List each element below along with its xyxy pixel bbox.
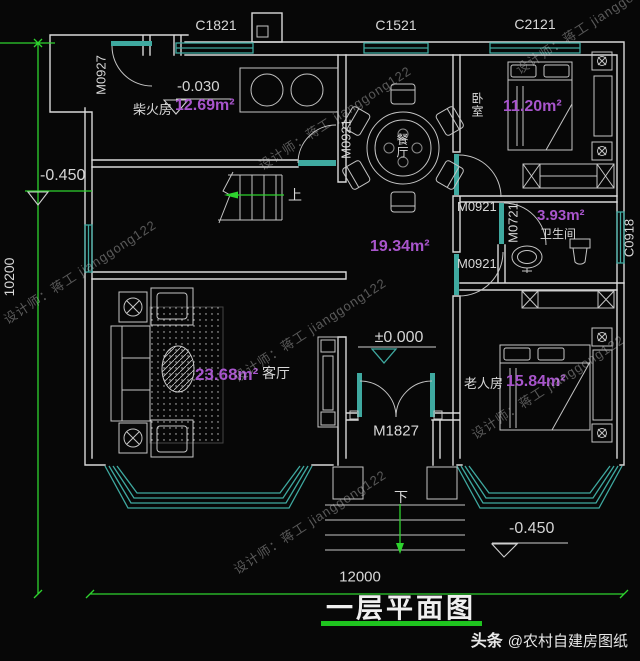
bed-bedroom xyxy=(507,61,573,151)
dresser-bedroom xyxy=(593,75,613,137)
door-m1827 xyxy=(349,373,443,420)
door-label-m0921-bedroom: M0921 xyxy=(457,199,497,214)
elevation-marks xyxy=(26,98,568,558)
side-table-top xyxy=(118,291,148,323)
wardrobe-bedroom xyxy=(522,163,615,189)
tv-cabinet xyxy=(317,336,339,428)
interior-walls xyxy=(91,54,625,466)
room-area-firewood: 12.69m² xyxy=(175,97,235,114)
room-area-living: 23.68m² xyxy=(195,365,259,384)
title-underline xyxy=(321,621,482,626)
door-label-m0927: M0927 xyxy=(93,55,109,95)
door-m0921-firewood xyxy=(297,124,337,166)
elevation-southeast: -0.450 xyxy=(509,520,555,537)
page-title: 一层平面图 xyxy=(326,593,476,624)
window-left xyxy=(84,224,93,273)
stairs-up-label: 上 xyxy=(288,187,302,203)
room-name-bathroom: 卫生间 xyxy=(540,227,577,241)
side-table-bottom xyxy=(118,422,148,454)
door-m0721 xyxy=(499,202,547,246)
stairs-down-label: 下 xyxy=(394,489,408,505)
dining-chairs xyxy=(342,83,464,213)
stair-direction-arrow xyxy=(224,191,284,199)
stairs xyxy=(218,171,283,224)
door-label-m0921-firewood: M0921 xyxy=(338,119,354,159)
credit-brand: 头条 xyxy=(470,633,503,650)
window-c1821 xyxy=(175,42,254,54)
room-area-bathroom: 3.93m² xyxy=(537,207,585,224)
sofa xyxy=(110,325,151,422)
dimension-height: 10200 xyxy=(1,257,17,297)
credit-line: 头条@农村自建房图纸 xyxy=(471,627,628,651)
wardrobe-elder xyxy=(521,290,615,309)
window-label-c1821: C1821 xyxy=(195,17,237,33)
dresser-elder xyxy=(592,349,613,421)
porch-columns xyxy=(332,466,458,500)
armchair-bottom xyxy=(150,419,194,458)
door-label-m0921-elder: M0921 xyxy=(457,256,497,271)
chimney xyxy=(251,12,283,43)
door-m0921-bedroom xyxy=(454,154,502,198)
bay-window-left xyxy=(104,465,313,509)
room-name-bedroom: 卧室 xyxy=(470,92,484,118)
door-label-m0721: M0721 xyxy=(505,203,521,243)
window-c2121 xyxy=(489,42,581,54)
dimension-width: 12000 xyxy=(339,568,381,586)
elevation-west: -0.450 xyxy=(40,167,86,184)
dining-table xyxy=(366,111,440,185)
toilet xyxy=(569,238,591,265)
sink xyxy=(511,245,543,273)
room-area-bedroom: 11.20m² xyxy=(503,98,562,115)
room-name-dining: 餐厅 xyxy=(395,133,409,159)
bay-window-right xyxy=(456,465,623,509)
elevation-firewood: -0.030 xyxy=(177,78,220,95)
window-label-c1521: C1521 xyxy=(375,17,417,33)
door-m0927 xyxy=(111,41,153,87)
room-area-hall: 19.34m² xyxy=(370,238,430,255)
room-name-living: 客厅 xyxy=(262,365,290,381)
window-c1521 xyxy=(363,42,429,54)
room-area-elder: 15.84m² xyxy=(506,373,566,390)
entry-steps xyxy=(325,504,465,551)
door-label-m1827: M1827 xyxy=(373,422,419,440)
window-label-c0918: C0918 xyxy=(621,218,637,258)
credit-handle: @农村自建房图纸 xyxy=(507,633,628,650)
dimension-lines xyxy=(0,38,629,599)
elevation-entry: ±0.000 xyxy=(374,329,424,346)
room-name-firewood: 柴火房 xyxy=(133,102,173,117)
room-name-elder: 老人房 xyxy=(464,376,504,391)
entry-direction-arrow xyxy=(396,504,404,554)
nightstand xyxy=(591,51,613,161)
window-c0918 xyxy=(616,211,625,264)
window-label-c2121: C2121 xyxy=(514,16,556,32)
coffee-table xyxy=(161,345,195,393)
nightstand-elder xyxy=(591,327,613,443)
stove xyxy=(239,67,339,113)
door-m0921-elder xyxy=(454,251,504,297)
bed-elder xyxy=(499,344,591,431)
armchair-top xyxy=(150,287,194,326)
